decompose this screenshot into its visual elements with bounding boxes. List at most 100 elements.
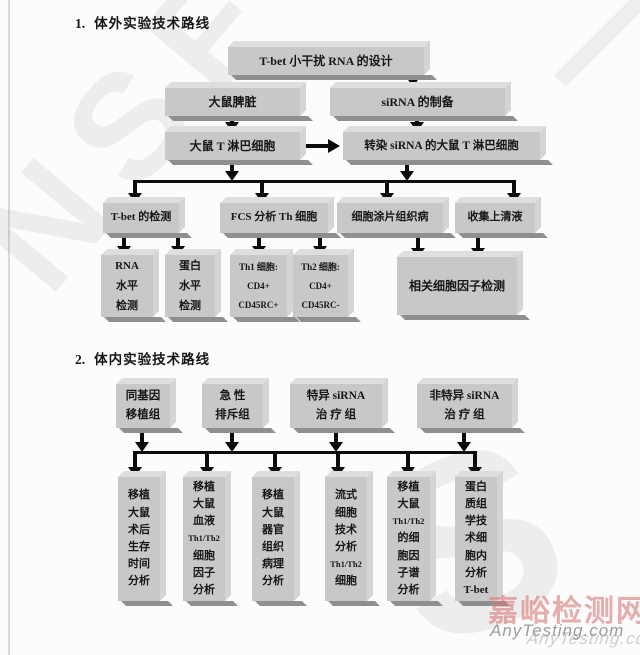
- flow-bus: [133, 451, 477, 454]
- arrow-down: [140, 428, 144, 443]
- box-label: 移植大鼠术后生存时间分析: [128, 489, 150, 588]
- box-shadow: [296, 317, 361, 322]
- arrow-down: [230, 160, 234, 172]
- box-transfected-t-lymphocyte: 转染 siRNA 的大鼠 T 淋巴细胞: [343, 132, 553, 165]
- arrow-down: [122, 233, 126, 247]
- arrow-down: [416, 233, 420, 249]
- box-shadow: [293, 428, 395, 433]
- box-label: 转染 siRNA 的大鼠 T 淋巴细胞: [364, 139, 519, 152]
- box-shadow: [168, 317, 228, 322]
- box-organ-histopathology-analysis: 移植大鼠器官组织病理分析: [252, 477, 307, 606]
- box-shadow: [255, 601, 307, 606]
- box-shadow: [104, 317, 166, 322]
- box-fcs-th-analysis: FCS 分析 Th 细胞: [220, 203, 341, 238]
- arrow-down: [133, 451, 137, 468]
- box-acute-rejection-group: 急 性排斥组: [202, 384, 276, 433]
- section2-title: 体内实验技术路线: [94, 352, 211, 367]
- box-shadow: [420, 428, 525, 433]
- flow-bus: [133, 180, 516, 183]
- box-cytokine-detection: 相关细胞因子检测: [397, 257, 530, 320]
- box-shadow: [400, 315, 530, 320]
- site-watermark-chinese: 嘉峪检测网: [488, 595, 640, 628]
- box-tbet-sirna-design: T-bet 小干扰 RNA 的设计: [228, 47, 437, 80]
- arrow-down: [205, 451, 209, 468]
- arrow-down: [260, 180, 264, 194]
- page-edge-line: [8, 0, 10, 655]
- box-shadow: [119, 428, 183, 433]
- section2-number: 2.: [75, 352, 86, 367]
- box-shadow: [340, 233, 456, 238]
- box-rat-spleen: 大鼠脾脏: [165, 88, 313, 121]
- section1-number: 1.: [75, 16, 86, 31]
- section1-heading: 1. 体外实验技术路线: [75, 12, 210, 32]
- arrow-down: [133, 180, 137, 194]
- box-shadow: [233, 317, 300, 322]
- arrow-down: [476, 233, 480, 249]
- arrow-down: [405, 160, 409, 172]
- arrow-down: [230, 428, 234, 443]
- box-shadow: [168, 116, 313, 121]
- arrow-down: [176, 233, 180, 247]
- box-label: 急 性排斥组: [215, 390, 250, 421]
- box-label: 大鼠 T 淋巴细胞: [189, 138, 276, 153]
- box-shadow: [328, 601, 380, 606]
- box-protein-level-detection: 蛋白水平检测: [165, 255, 228, 322]
- arrow-down: [273, 451, 277, 468]
- box-label: 蛋白水平检测: [179, 260, 201, 312]
- box-shadow: [168, 160, 313, 165]
- box-rat-t-lymphocyte: 大鼠 T 淋巴细胞: [165, 132, 313, 165]
- box-label: FCS 分析 Th 细胞: [230, 211, 318, 224]
- arrow-down: [462, 428, 466, 443]
- box-shadow: [186, 601, 238, 606]
- box-survival-time-analysis: 移植大鼠术后生存时间分析: [118, 477, 173, 606]
- box-label: 移植大鼠器官组织病理分析: [262, 489, 284, 588]
- box-label: 同基因移植组: [125, 390, 161, 421]
- box-shadow: [346, 160, 553, 165]
- box-shadow: [231, 75, 437, 80]
- box-shadow: [121, 601, 173, 606]
- box-shadow: [390, 601, 443, 606]
- box-th2-phenotype: Th2 细胞:CD4+CD45RC-: [293, 255, 361, 322]
- logo-stroke-watermark: [554, 0, 640, 87]
- box-cell-smear-histopathology: 细胞涂片组织病: [337, 203, 456, 238]
- arrow-down: [406, 451, 410, 468]
- arrow-right: [306, 139, 340, 153]
- site-watermark-url-ghost: AnyTesting.com: [525, 629, 640, 648]
- box-label: T-bet 小干扰 RNA 的设计: [259, 53, 393, 68]
- section2-heading: 2. 体内实验技术路线: [75, 348, 210, 368]
- box-shadow: [333, 116, 518, 121]
- box-label: siRNA 的制备: [381, 94, 454, 109]
- box-shadow: [223, 233, 341, 238]
- arrow-down: [318, 233, 322, 247]
- arrow-down: [336, 451, 340, 468]
- arrow-down: [385, 180, 389, 194]
- box-shadow: [458, 601, 510, 606]
- box-shadow: [106, 233, 192, 238]
- box-syngeneic-transplant-group: 同基因移植组: [116, 384, 183, 433]
- arrow-down: [257, 233, 261, 247]
- box-label: 收集上清液: [467, 211, 523, 224]
- box-label: 大鼠脾脏: [208, 94, 257, 109]
- arrow-down: [512, 180, 516, 194]
- arrow-down: [334, 428, 338, 443]
- section1-title: 体外实验技术路线: [94, 16, 211, 31]
- site-watermark-url: AnyTesting.com: [490, 621, 625, 640]
- arrow-down: [473, 451, 477, 468]
- box-shadow: [205, 428, 276, 433]
- box-shadow: [458, 233, 548, 238]
- box-label: T-bet 的检测: [110, 211, 172, 224]
